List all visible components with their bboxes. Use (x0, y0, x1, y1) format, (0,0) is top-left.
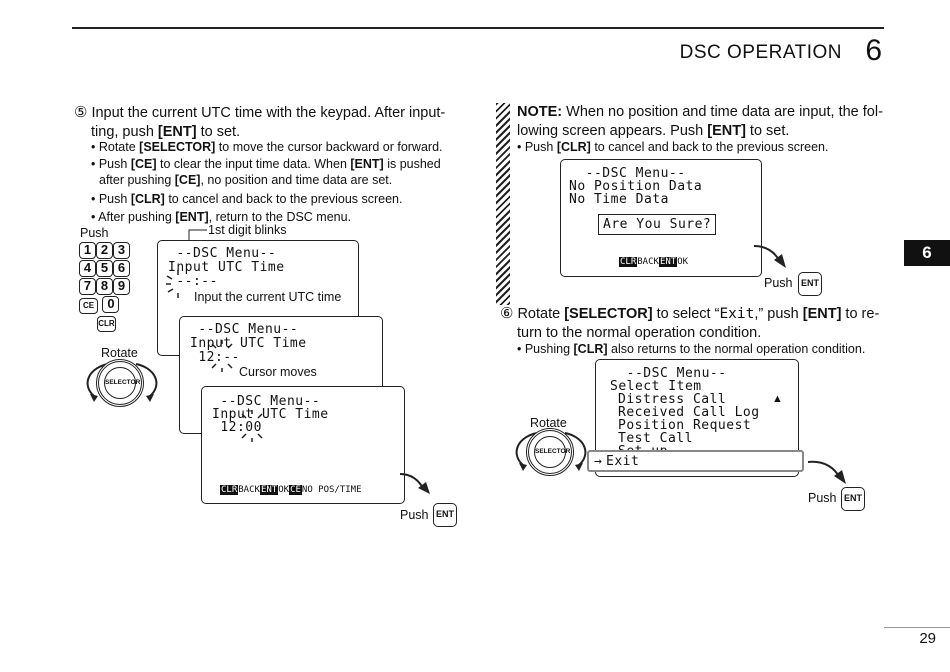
blink-icon (241, 410, 263, 442)
push-label: Push (764, 276, 793, 290)
scroll-up-icon: ▲ (772, 393, 783, 405)
exit-inline: Exit (719, 306, 755, 322)
selector-label: SELECTOR (534, 436, 570, 468)
lcd-line: --DSC Menu-- (168, 246, 277, 261)
key-4[interactable]: 4 (79, 260, 96, 277)
key-3[interactable]: 3 (113, 242, 130, 259)
callout-cursor: Cursor moves (239, 365, 317, 379)
step-text: ting, push (91, 124, 158, 140)
note-bullet: • Push [CLR] to cancel and back to the p… (517, 140, 829, 154)
menu-item-exit[interactable]: Exit (606, 454, 640, 469)
lcd-line: No Position Data (569, 179, 703, 194)
lcd-line: Input UTC Time (212, 407, 329, 422)
lcd-line: Input UTC Time (190, 336, 307, 351)
step-number: ⑤ (74, 104, 88, 121)
confirm-box[interactable]: Are You Sure? (598, 214, 717, 235)
menu-item[interactable]: Received Call Log (618, 405, 760, 420)
rotate-label: Rotate (530, 416, 567, 430)
lcd-line: Select Item (610, 379, 702, 394)
lcd-line: 12:00 (212, 420, 262, 435)
softkey-label: NO POS/TIME (301, 485, 362, 495)
lcd-line: --DSC Menu-- (190, 322, 299, 337)
key-7[interactable]: 7 (79, 278, 96, 295)
callout-input: Input the current UTC time (194, 290, 342, 304)
blink-icon (166, 270, 179, 298)
note: NOTE: When no position and time data are… (517, 104, 883, 139)
softkey-clr: CLR (619, 257, 638, 267)
section-title: DSC OPERATION (679, 42, 842, 63)
lcd-line: No Time Data (569, 192, 669, 207)
step-text: turn to the normal operation condition. (517, 325, 762, 341)
softkey-label: OK (278, 485, 290, 495)
lcd-screen-3: --DSC Menu-- Input UTC Time 12:00 CLRBAC… (201, 386, 405, 504)
step-5-bullets: • Rotate [SELECTOR] to move the cursor b… (91, 140, 443, 224)
footer-rule (884, 627, 950, 628)
push-label: Push (808, 491, 837, 505)
key-clr[interactable]: CLR (97, 316, 116, 332)
ent-key[interactable]: ENT (433, 503, 457, 527)
page-number: 29 (919, 630, 936, 647)
step-6-bullet: • Pushing [CLR] also returns to the norm… (517, 342, 866, 356)
note-text: When no position and time data are input… (562, 104, 883, 120)
key-0[interactable]: 0 (102, 296, 120, 313)
lcd-line: --DSC Menu-- (212, 394, 321, 409)
step-number: ⑥ (500, 305, 514, 322)
key-6[interactable]: 6 (113, 260, 130, 277)
chapter-tab: 6 (904, 240, 950, 266)
menu-item[interactable]: Distress Call (618, 392, 727, 407)
selector-knob[interactable]: SELECTOR (96, 359, 144, 407)
menu-item[interactable]: Position Request (618, 418, 752, 433)
key-5[interactable]: 5 (96, 260, 113, 277)
rotate-arrows-icon (515, 432, 587, 471)
softkey-label: BACK (637, 257, 659, 267)
lcd-line: 12:-- (190, 350, 240, 365)
lcd-line: --DSC Menu-- (569, 166, 686, 181)
softkey-bar: CLRBACKENTOK (619, 257, 688, 267)
rotate-label: Rotate (101, 346, 138, 360)
key-1[interactable]: 1 (79, 242, 96, 259)
header-rule (72, 27, 884, 29)
selector-label: SELECTOR (104, 367, 140, 399)
key-ce[interactable]: CE (79, 298, 98, 314)
selector-knob[interactable]: SELECTOR (526, 428, 574, 476)
push-arrow-icon (399, 473, 430, 494)
push-label: Push (80, 226, 109, 240)
push-arrow-icon (807, 460, 846, 484)
note-hatch (496, 103, 510, 305)
cursor-arrow-icon: → (594, 454, 603, 469)
ent-key[interactable]: ENT (798, 272, 822, 296)
softkey-ent: ENT (259, 485, 279, 495)
blink-icon (211, 340, 233, 372)
menu-item[interactable]: Set up (618, 445, 668, 451)
chapter-number: 6 (865, 34, 882, 67)
softkey-clr: CLR (220, 485, 239, 495)
softkey-label: BACK (238, 485, 260, 495)
key-2[interactable]: 2 (96, 242, 113, 259)
step-text: to set. (196, 124, 241, 140)
key-8[interactable]: 8 (96, 278, 113, 295)
softkey-ce: CE (289, 485, 302, 495)
softkey-bar: CLRBACKENTOKCENO POS/TIME (220, 485, 362, 495)
push-arrow-icon (753, 245, 786, 268)
menu-item[interactable]: Test Call (618, 431, 693, 446)
softkey-ent: ENT (658, 257, 678, 267)
lcd-screen-confirm: --DSC Menu-- No Position Data No Time Da… (560, 159, 762, 277)
key-ref: [ENT] (157, 124, 197, 140)
callout-blink: 1st digit blinks (208, 223, 287, 237)
ent-key[interactable]: ENT (841, 487, 865, 511)
step-text: Input the current UTC time with the keyp… (91, 105, 446, 121)
softkey-label: OK (677, 257, 689, 267)
exit-highlight[interactable]: → Exit (587, 450, 804, 472)
note-label: NOTE: (517, 104, 563, 120)
lcd-line: --DSC Menu-- (610, 366, 727, 381)
push-label: Push (400, 508, 429, 522)
lcd-line: --:-- (168, 274, 218, 289)
key-9[interactable]: 9 (113, 278, 130, 295)
